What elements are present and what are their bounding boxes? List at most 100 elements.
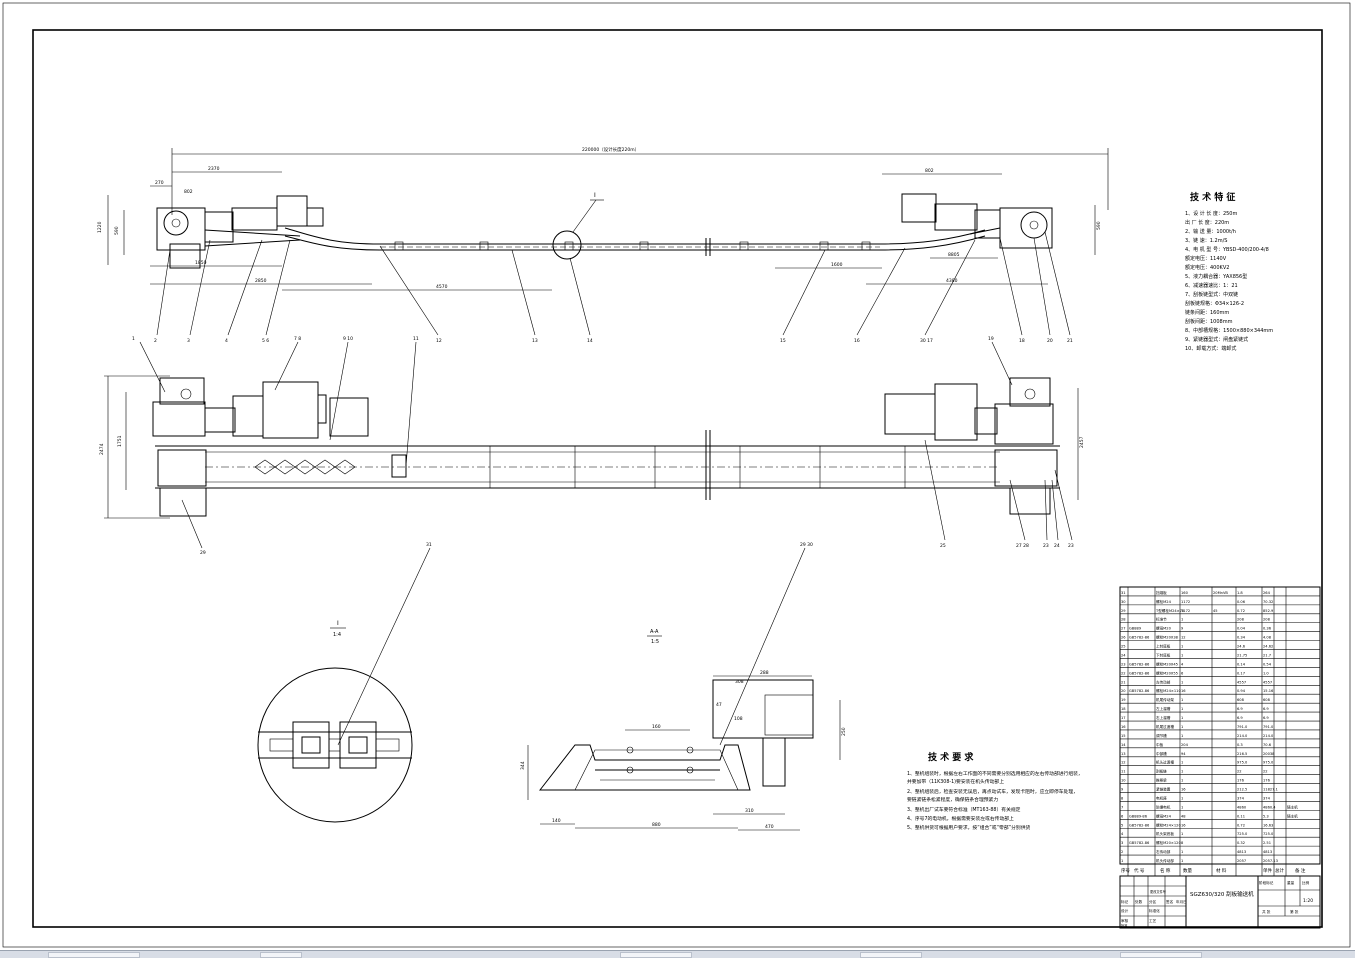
bom-cell: 0.32 xyxy=(1237,841,1245,845)
tech-requirements: 技 术 要 求 1、整机组装时，根据左右工作面的不同需要分别选用相应的左右传动部… xyxy=(907,751,1083,831)
bom-cell: 374 xyxy=(1263,796,1271,800)
bom-cell: 机尾传动架 xyxy=(1156,697,1174,702)
spec-line: 5、液力耦合器：YAX856型 xyxy=(1185,273,1247,280)
dim-label: 250 xyxy=(841,727,847,736)
balloon: 11 xyxy=(413,336,419,342)
spec-line: 9、紧链器型式：闸盘紧链式 xyxy=(1185,336,1248,343)
spec-line: 4、电 机 型 号：YBSD-400/200-4/8 xyxy=(1185,246,1269,253)
bom-cell: 16.63 xyxy=(1263,823,1273,827)
bom-cell: 机头过渡槽 xyxy=(1156,760,1174,765)
bom-cell: 6.9 xyxy=(1237,707,1243,711)
balloon: 29 30 xyxy=(800,542,813,548)
bom-cell: 216.5 xyxy=(1237,752,1247,756)
title-block-label: 比例 xyxy=(1302,880,1310,885)
bom-cell: 0.72 xyxy=(1237,823,1245,827)
bom-cell: 随主机 xyxy=(1287,813,1298,818)
balloon: 30 17 xyxy=(920,338,933,344)
taskbar-item[interactable] xyxy=(860,952,922,958)
bom-cell: 0.94 xyxy=(1237,689,1246,693)
view-label: A-A xyxy=(650,629,659,635)
bom-cell: 10 xyxy=(1121,779,1126,783)
bom-cell: 1 xyxy=(1181,653,1183,657)
title-block-label: 更改文件号 xyxy=(1150,889,1166,894)
bom-cell: 208 xyxy=(1237,618,1245,622)
tech-requirements-title: 技 术 要 求 xyxy=(928,751,974,763)
balloon: 7 8 xyxy=(294,336,301,342)
bom-cell: 16 xyxy=(1121,725,1126,729)
bom-cell: 1172 xyxy=(1181,609,1190,613)
taskbar-item[interactable] xyxy=(1120,952,1202,958)
bom-cell: 22 xyxy=(1237,770,1242,774)
title-block-label: 标记 xyxy=(1121,899,1129,904)
title-block-label: 标准化 xyxy=(1149,908,1160,913)
taskbar-item[interactable] xyxy=(260,952,302,958)
bom-cell: 下封底板 xyxy=(1156,652,1171,657)
dim-label: 802 xyxy=(925,168,934,174)
bom-cell: 791.0 xyxy=(1263,725,1274,729)
taskbar-item[interactable] xyxy=(48,952,140,958)
balloon: 4 xyxy=(225,338,228,344)
bom-cell: 214.0 xyxy=(1237,734,1248,738)
bom-cell: 1 xyxy=(1181,796,1183,800)
title-block-label: 第 张 xyxy=(1290,909,1299,914)
dim-label: 2474 xyxy=(99,443,105,455)
bom-cell: 176 xyxy=(1263,779,1271,783)
spec-line: 额定电压：1140V xyxy=(1185,255,1227,262)
bom-cell: 2.51 xyxy=(1263,841,1271,845)
balloon: 2 xyxy=(154,338,157,344)
title-block-label: 设计 xyxy=(1121,908,1129,913)
bom-cell: 机尾过渡槽 xyxy=(1156,724,1174,729)
bom-cell: 852.9 xyxy=(1263,609,1274,613)
title-block-label: 审核 xyxy=(1121,918,1129,923)
bom-cell: 推移梁 xyxy=(1156,778,1167,783)
balloon: 19 xyxy=(988,336,994,342)
bom-cell: 21.75 xyxy=(1237,653,1247,657)
bom-cell: 17 xyxy=(1121,716,1126,720)
spec-line: 链条间距：160mm xyxy=(1185,309,1229,316)
bom-cell: 24.6 xyxy=(1237,645,1246,649)
bom-cell: 4557 xyxy=(1263,680,1272,684)
bom-cell: 20MnVB xyxy=(1213,591,1228,595)
bom-cell: 204 xyxy=(1181,743,1189,747)
bom-cell: 608 xyxy=(1263,698,1271,702)
bom-cell: T型螺栓M24×75 xyxy=(1155,608,1184,613)
bom-header-cell: 总计 xyxy=(1275,867,1284,874)
bom-cell: 1 xyxy=(1181,779,1183,783)
bom-cell: 调节槽 xyxy=(1156,733,1167,738)
bom-cell: 1 xyxy=(1181,707,1183,711)
spec-line: 刮板链规格：Φ34×126-2 xyxy=(1185,300,1244,307)
bom-cell: 21 xyxy=(1121,680,1126,684)
balloon: 18 xyxy=(1019,338,1025,344)
bom-cell: 6.9 xyxy=(1263,707,1269,711)
balloon: 20 xyxy=(1047,338,1053,344)
bom-cell: 1 xyxy=(1181,618,1183,622)
bom-cell: 4.08 xyxy=(1263,636,1272,640)
bom-cell: 975.0 xyxy=(1237,761,1248,765)
dim-label: 880 xyxy=(652,822,661,828)
bom-cell: 中部槽 xyxy=(1156,751,1167,756)
bom-cell: 1 xyxy=(1181,734,1183,738)
bom-cell: 0.11 xyxy=(1237,814,1245,818)
balloon: 1 xyxy=(132,336,135,342)
dim-label: 288 xyxy=(760,670,769,676)
title-block-label: 重量 xyxy=(1287,880,1295,885)
bom-header: 序号 代 号 名 称 数量 材 料 单件 总计 备 注 xyxy=(1121,867,1306,874)
bom-cell: 31 xyxy=(1121,591,1126,595)
elevation-view: 220000（设计长度220m） 2370 802 270 802 1850 2… xyxy=(97,146,1109,344)
taskbar-item[interactable] xyxy=(620,952,692,958)
balloon: 24 xyxy=(1054,543,1060,549)
bom-cell: 7 xyxy=(1121,805,1123,809)
balloon: 27 28 xyxy=(1016,543,1029,549)
balloon: 16 xyxy=(854,338,860,344)
spec-line: 额定电压：400KV2 xyxy=(1185,264,1229,271)
spec-line: 1、设 计 长 度：250m xyxy=(1185,210,1237,217)
bom-cell: 螺栓M20X55 xyxy=(1156,670,1178,675)
bom-cell: 18 xyxy=(1121,707,1126,711)
bom-header-cell: 数量 xyxy=(1183,867,1192,874)
bom-cell: 螺母M20 xyxy=(1156,626,1172,631)
bom-cell: 1 xyxy=(1181,761,1183,765)
bom-cell: GB5782-86 xyxy=(1129,636,1150,640)
bom-cell: 4860.4 xyxy=(1263,805,1276,809)
bom-cell: GB5782-86 xyxy=(1129,823,1150,827)
